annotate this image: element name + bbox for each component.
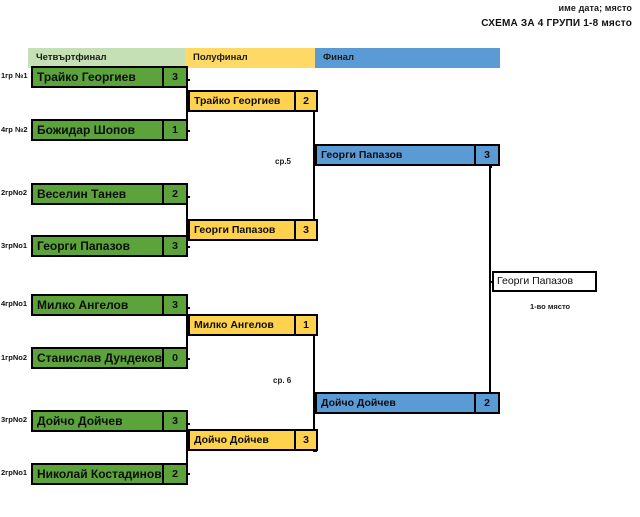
player-score: 1 <box>294 316 316 334</box>
seed-label-qf-6: 1грNo2 <box>1 353 28 362</box>
match-slot-sf-4[interactable]: Дойчо Дойчев 3 <box>188 429 318 451</box>
player-name: Веселин Танев <box>37 187 127 201</box>
round-header-semifinal: Полуфинал <box>185 48 315 68</box>
connector-qf1-horizontal <box>186 79 190 81</box>
seed-label-qf-4: 3грNo1 <box>1 241 28 250</box>
winner-name: Георги Папазов <box>497 275 574 287</box>
seed-label-qf-7: 3грNo2 <box>1 415 28 424</box>
player-name: Дойчо Дойчев <box>194 434 269 446</box>
connector-qf5-horizontal <box>186 307 190 309</box>
round-header-final: Финал <box>315 48 500 68</box>
player-name: Георги Папазов <box>321 149 403 161</box>
match-slot-qf-5[interactable]: Милко Ангелов 3 <box>31 294 188 316</box>
match-slot-final-1[interactable]: Георги Папазов 3 <box>315 144 500 166</box>
player-name: Николай Костадинов <box>37 467 162 481</box>
connector-qf6-horizontal <box>186 358 190 360</box>
player-name: Георги Папазов <box>37 239 130 253</box>
player-name: Божидар Шопов <box>37 123 135 137</box>
connector-qf4-horizontal <box>186 246 190 248</box>
match-slot-sf-1[interactable]: Трайко Георгиев 2 <box>188 90 318 112</box>
seed-label-qf-3: 2грNo2 <box>1 188 28 197</box>
connector-final-vertical <box>489 166 491 404</box>
connector-final1-horizontal <box>489 166 492 168</box>
player-score: 3 <box>294 221 316 239</box>
match-slot-qf-7[interactable]: Дойчо Дойчев 3 <box>31 410 188 432</box>
page-title: СХЕМА ЗА 4 ГРУПИ 1-8 място <box>481 18 632 29</box>
seed-label-qf-2: 4гр №2 <box>1 125 28 134</box>
player-score: 1 <box>162 121 186 139</box>
seed-label-qf-5: 4грNo1 <box>1 299 28 308</box>
match-slot-qf-3[interactable]: Веселин Танев 2 <box>31 183 188 205</box>
player-name: Георги Папазов <box>194 224 276 236</box>
match-slot-qf-2[interactable]: Божидар Шопов 1 <box>31 119 188 141</box>
connector-qf-pair4-vertical <box>186 423 188 475</box>
event-subtitle: име дата; място <box>558 3 632 13</box>
player-name: Станислав Дундеков <box>37 351 162 365</box>
player-name: Дойчо Дойчев <box>37 414 123 428</box>
match-number-lower: ср. 6 <box>273 376 292 385</box>
connector-winner-horizontal <box>489 281 494 283</box>
connector-qf3-horizontal <box>186 196 190 198</box>
connector-sf-pair1-vertical <box>313 102 315 232</box>
match-slot-sf-3[interactable]: Милко Ангелов 1 <box>188 314 318 336</box>
player-score: 3 <box>474 146 498 164</box>
connector-sf-pair2-vertical <box>313 325 315 452</box>
first-place-label: 1-во място <box>530 302 571 311</box>
connector-qf7-horizontal <box>186 423 190 425</box>
match-slot-final-2[interactable]: Дойчо Дойчев 2 <box>315 392 500 414</box>
match-slot-qf-1[interactable]: Трайко Георгиев 3 <box>31 66 188 88</box>
connector-qf8-horizontal <box>186 473 190 475</box>
player-name: Милко Ангелов <box>37 298 129 312</box>
round-header-quarterfinal: Четвъртфинал <box>28 48 185 68</box>
connector-qf-pair3-vertical <box>186 307 188 360</box>
player-name: Трайко Георгиев <box>194 95 281 107</box>
player-score: 2 <box>294 92 316 110</box>
player-name: Дойчо Дойчев <box>321 397 396 409</box>
connector-qf2-horizontal <box>186 130 190 132</box>
match-slot-qf-4[interactable]: Георги Папазов 3 <box>31 235 188 257</box>
player-score: 3 <box>162 68 186 86</box>
player-score: 2 <box>162 185 186 203</box>
player-name: Трайко Георгиев <box>37 70 136 84</box>
match-slot-qf-6[interactable]: Станислав Дундеков 0 <box>31 347 188 369</box>
seed-label-qf-1: 1гр №1 <box>1 71 28 80</box>
match-number-upper: ср.5 <box>275 157 292 166</box>
connector-qf-pair2-vertical <box>186 196 188 248</box>
player-score: 2 <box>162 465 186 483</box>
seed-label-qf-8: 2грNo1 <box>1 468 28 477</box>
match-slot-qf-8[interactable]: Николай Костадинов 2 <box>31 463 188 485</box>
player-score: 0 <box>162 349 186 367</box>
player-name: Милко Ангелов <box>194 319 274 331</box>
player-score: 3 <box>294 431 316 449</box>
player-score: 3 <box>162 412 186 430</box>
player-score: 3 <box>162 237 186 255</box>
connector-qf-pair1-vertical <box>186 79 188 132</box>
connector-sf4-horizontal <box>313 450 317 452</box>
player-score: 2 <box>474 394 498 412</box>
match-slot-sf-2[interactable]: Георги Папазов 3 <box>188 219 318 241</box>
player-score: 3 <box>162 296 186 314</box>
winner-box[interactable]: Георги Папазов <box>492 271 597 292</box>
